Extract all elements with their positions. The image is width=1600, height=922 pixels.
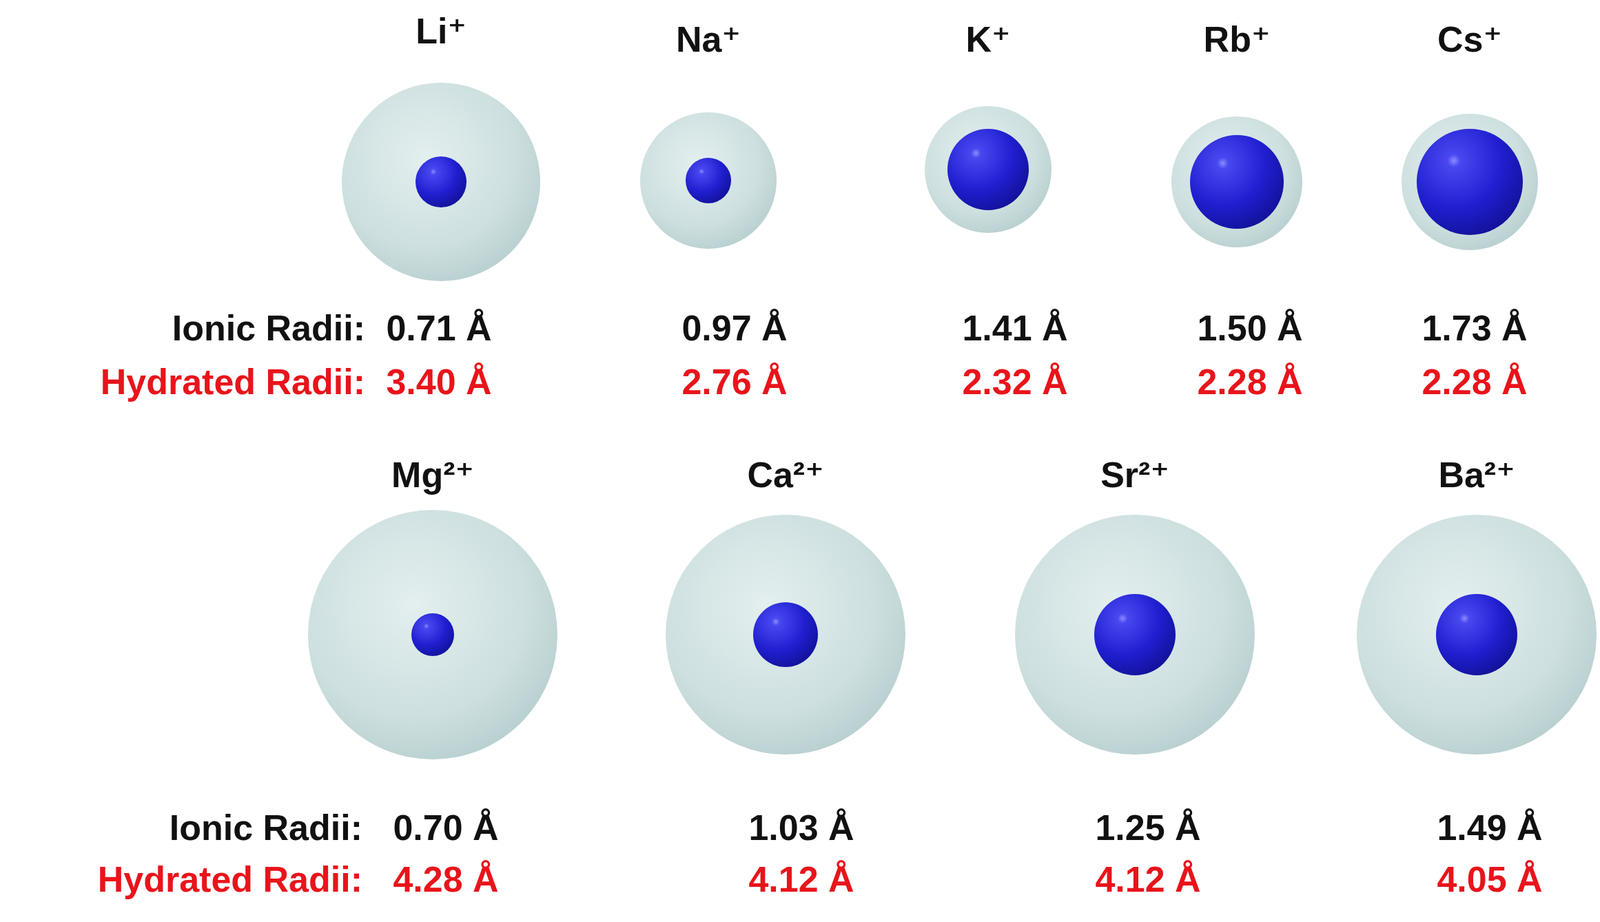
radius-value: 1.73 Å (1421, 308, 1527, 348)
row-heading: Hydrated Radii: (100, 362, 366, 402)
ion-core (685, 157, 732, 204)
ion-symbol: Ca²⁺ (746, 455, 824, 495)
ion-sphere (1356, 514, 1598, 756)
hydrated-ion: Li⁺ (341, 81, 541, 282)
ion-sphere (1170, 115, 1304, 249)
row-heading: Ionic Radii: (169, 808, 363, 848)
ion-core (411, 613, 455, 656)
radius-value: 0.70 Å (392, 808, 499, 848)
radius-value: 2.32 Å (961, 362, 1068, 402)
hydration-shell (341, 82, 541, 282)
hydrated-ion: Rb⁺ (1170, 115, 1304, 249)
ion-core (415, 156, 467, 208)
ion-symbol: Sr²⁺ (1100, 455, 1170, 495)
ion-core (1416, 128, 1523, 235)
hydrated-ion: Na⁺ (639, 111, 778, 250)
ion-symbol: K⁺ (966, 19, 1011, 60)
ion-sphere (1400, 113, 1539, 251)
ion-core (1190, 135, 1284, 229)
ion-symbol: Ba²⁺ (1438, 455, 1515, 495)
hydration-shell (1401, 113, 1538, 251)
hydration-shell (1171, 116, 1303, 248)
ion-symbol: Rb⁺ (1203, 19, 1271, 60)
radius-value: 2.76 Å (681, 362, 787, 402)
hydrated-ion: K⁺ (924, 105, 1053, 234)
hydration-shell (308, 509, 558, 760)
ion-sphere (307, 509, 559, 761)
row-heading: Hydrated Radii: (97, 859, 363, 900)
radius-value: 4.12 Å (748, 859, 854, 900)
hydrated-ion: Sr²⁺ (1014, 514, 1256, 756)
ion-sphere (924, 105, 1053, 234)
ion-core (753, 602, 818, 668)
radius-value: 1.03 Å (748, 808, 854, 848)
radius-value: 2.28 Å (1196, 362, 1303, 402)
hydration-shell (1014, 514, 1255, 755)
radius-value: 1.50 Å (1196, 308, 1303, 348)
hydration-shell (665, 514, 906, 755)
ion-symbol: Mg²⁺ (391, 455, 475, 495)
radius-value: 1.41 Å (961, 308, 1068, 348)
ion-symbol: Cs⁺ (1437, 19, 1503, 60)
radius-value: 4.28 Å (392, 859, 499, 900)
radius-value: 4.12 Å (1094, 859, 1201, 900)
radius-value: 0.97 Å (681, 308, 787, 348)
ion-sphere (341, 81, 541, 282)
radius-value: 0.71 Å (385, 308, 492, 348)
radius-value: 2.28 Å (1421, 362, 1527, 402)
ion-symbol: Li⁺ (415, 11, 467, 51)
ion-symbol: Na⁺ (675, 19, 741, 60)
ion-core (1094, 593, 1176, 676)
radius-value: 4.05 Å (1436, 859, 1543, 900)
ion-sphere (664, 514, 907, 756)
hydrated-ion: Mg²⁺ (307, 509, 559, 761)
hydrated-ion: Ba²⁺ (1356, 514, 1598, 756)
row-heading: Ionic Radii: (172, 308, 366, 348)
hydration-shell (640, 112, 777, 249)
radius-value: 1.49 Å (1436, 808, 1543, 848)
hydrated-ion: Ca²⁺ (664, 514, 907, 756)
radius-value: 1.25 Å (1094, 808, 1201, 848)
ion-core (947, 128, 1029, 211)
ion-core (1436, 593, 1518, 676)
hydration-shell (1356, 514, 1597, 755)
radius-value: 3.40 Å (385, 362, 492, 402)
ion-sphere (1014, 514, 1256, 756)
ion-sphere (639, 111, 778, 250)
hydration-shell (924, 106, 1052, 233)
hydrated-ion: Cs⁺ (1400, 113, 1539, 251)
